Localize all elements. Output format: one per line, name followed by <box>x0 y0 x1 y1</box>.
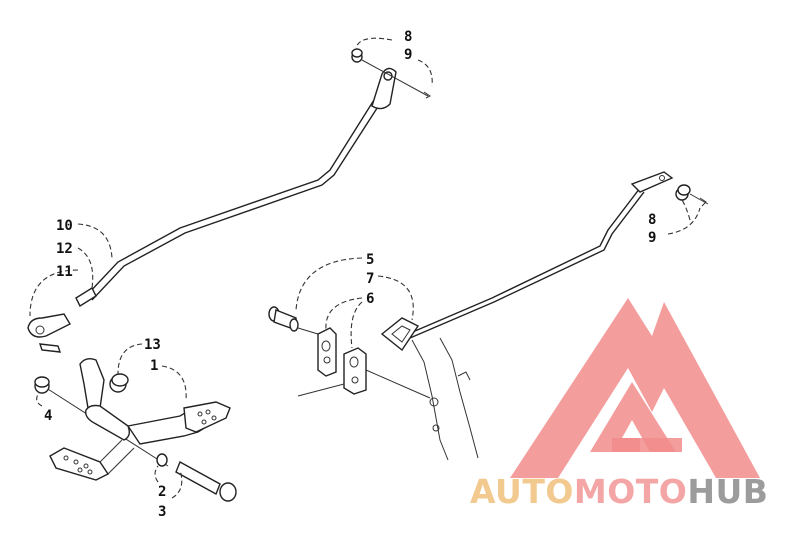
watermark-triangle-icon <box>510 298 760 478</box>
callout-top-8: 8 <box>404 29 412 45</box>
bracket-rear <box>343 347 367 395</box>
pedal-bolt <box>175 461 237 502</box>
watermark-word-auto: AUTO <box>470 472 574 511</box>
watermark-brand-text: AUTOMOTOHUB <box>470 472 768 511</box>
callout-right-9: 9 <box>648 230 656 246</box>
bushing <box>268 306 299 332</box>
callout-5: 5 <box>366 252 374 268</box>
leader-6 <box>325 297 363 331</box>
leader-10-12 <box>77 223 113 259</box>
secondary-rod <box>407 187 645 339</box>
grommet <box>380 317 420 352</box>
leader-right-8-9 <box>681 199 691 221</box>
callout-3: 3 <box>158 504 166 520</box>
upper-clevis <box>371 67 397 110</box>
leader-top-8-9 <box>355 37 393 49</box>
watermark-word-moto: MOTO <box>574 472 687 511</box>
lower-rod-end <box>27 286 97 353</box>
callout-13: 13 <box>144 337 161 353</box>
callout-top-9: 9 <box>404 47 412 63</box>
callout-7: 7 <box>366 271 374 287</box>
bracket-front <box>317 327 337 377</box>
callout-4: 4 <box>44 408 52 424</box>
callout-6: 6 <box>366 291 374 307</box>
leader-11 <box>29 269 79 317</box>
leader-2-3 <box>154 465 159 483</box>
main-shift-rod <box>85 83 391 301</box>
leader-4 <box>36 393 43 407</box>
watermark-word-hub: HUB <box>687 472 768 511</box>
leader-13-1 <box>117 343 143 375</box>
frame-section <box>411 337 479 461</box>
callout-12: 12 <box>56 241 73 257</box>
leader-5-7 <box>295 257 363 311</box>
callout-1: 1 <box>150 358 158 374</box>
watermark-logo <box>510 298 760 478</box>
watermark-inner-mark-icon <box>590 382 676 452</box>
callout-10: 10 <box>56 218 73 234</box>
pedal-washer <box>156 453 168 467</box>
pedal-bushing <box>109 373 129 393</box>
callout-right-8: 8 <box>648 212 656 228</box>
pedal-pad <box>49 439 135 481</box>
right-clevis-plate <box>630 171 674 193</box>
upper-nut <box>351 48 363 63</box>
callout-2: 2 <box>158 484 166 500</box>
pedal-nut <box>34 376 50 394</box>
pedal-lever <box>79 357 231 445</box>
right-cotter-pin <box>699 197 707 207</box>
upper-cotter-pin <box>423 91 431 99</box>
callout-11: 11 <box>56 264 73 280</box>
right-nut <box>675 184 691 201</box>
